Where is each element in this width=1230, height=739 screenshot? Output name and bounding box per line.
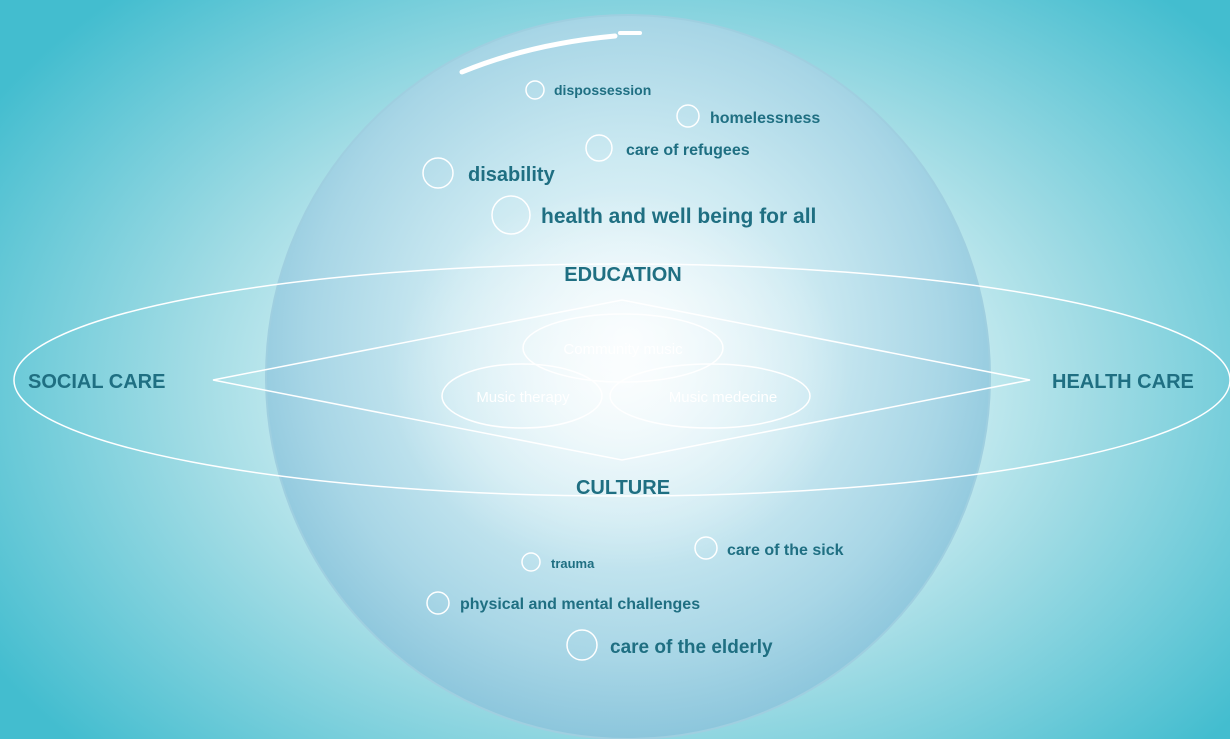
label-community-music: Community music: [563, 341, 683, 358]
bullet-circle: [422, 157, 454, 189]
sector-culture: CULTURE: [576, 477, 670, 499]
bullet-circle: [566, 629, 598, 661]
bullet-circle: [525, 80, 545, 100]
bullet-circle: [491, 195, 531, 235]
sphere-highlight: [459, 33, 618, 75]
label-music-therapy: Music therapy: [476, 389, 570, 406]
bullet-circle: [585, 134, 613, 162]
music-medicine-ellipse: [609, 363, 811, 429]
music-therapy-ellipse: [441, 363, 603, 429]
issue-care-of-refugees: care of refugees: [626, 142, 750, 159]
issue-dispossession: dispossession: [554, 82, 651, 98]
sphere-glow: [390, 190, 850, 570]
issue-homelessness: homelessness: [710, 110, 820, 127]
issue-trauma: trauma: [551, 556, 595, 571]
sector-health-care: HEALTH CARE: [1052, 371, 1194, 393]
sector-education: EDUCATION: [564, 264, 681, 286]
issue-care-of-sick: care of the sick: [727, 542, 844, 559]
outer-ring: [13, 263, 1230, 497]
sector-social-care: SOCIAL CARE: [28, 371, 165, 393]
bullet-circle: [676, 104, 700, 128]
bullet-circle: [426, 591, 450, 615]
issue-disability: disability: [468, 164, 556, 186]
issue-physical-mental: physical and mental challenges: [460, 596, 700, 613]
issue-health-well-being: health and well being for all: [541, 205, 816, 228]
issue-care-of-elderly: care of the elderly: [610, 637, 773, 658]
bullet-circle: [694, 536, 718, 560]
label-music-medicine: Music medecine: [669, 389, 777, 406]
community-music-ellipse: [522, 313, 724, 383]
sector-diamond: [212, 299, 1031, 461]
bullet-circle: [521, 552, 541, 572]
